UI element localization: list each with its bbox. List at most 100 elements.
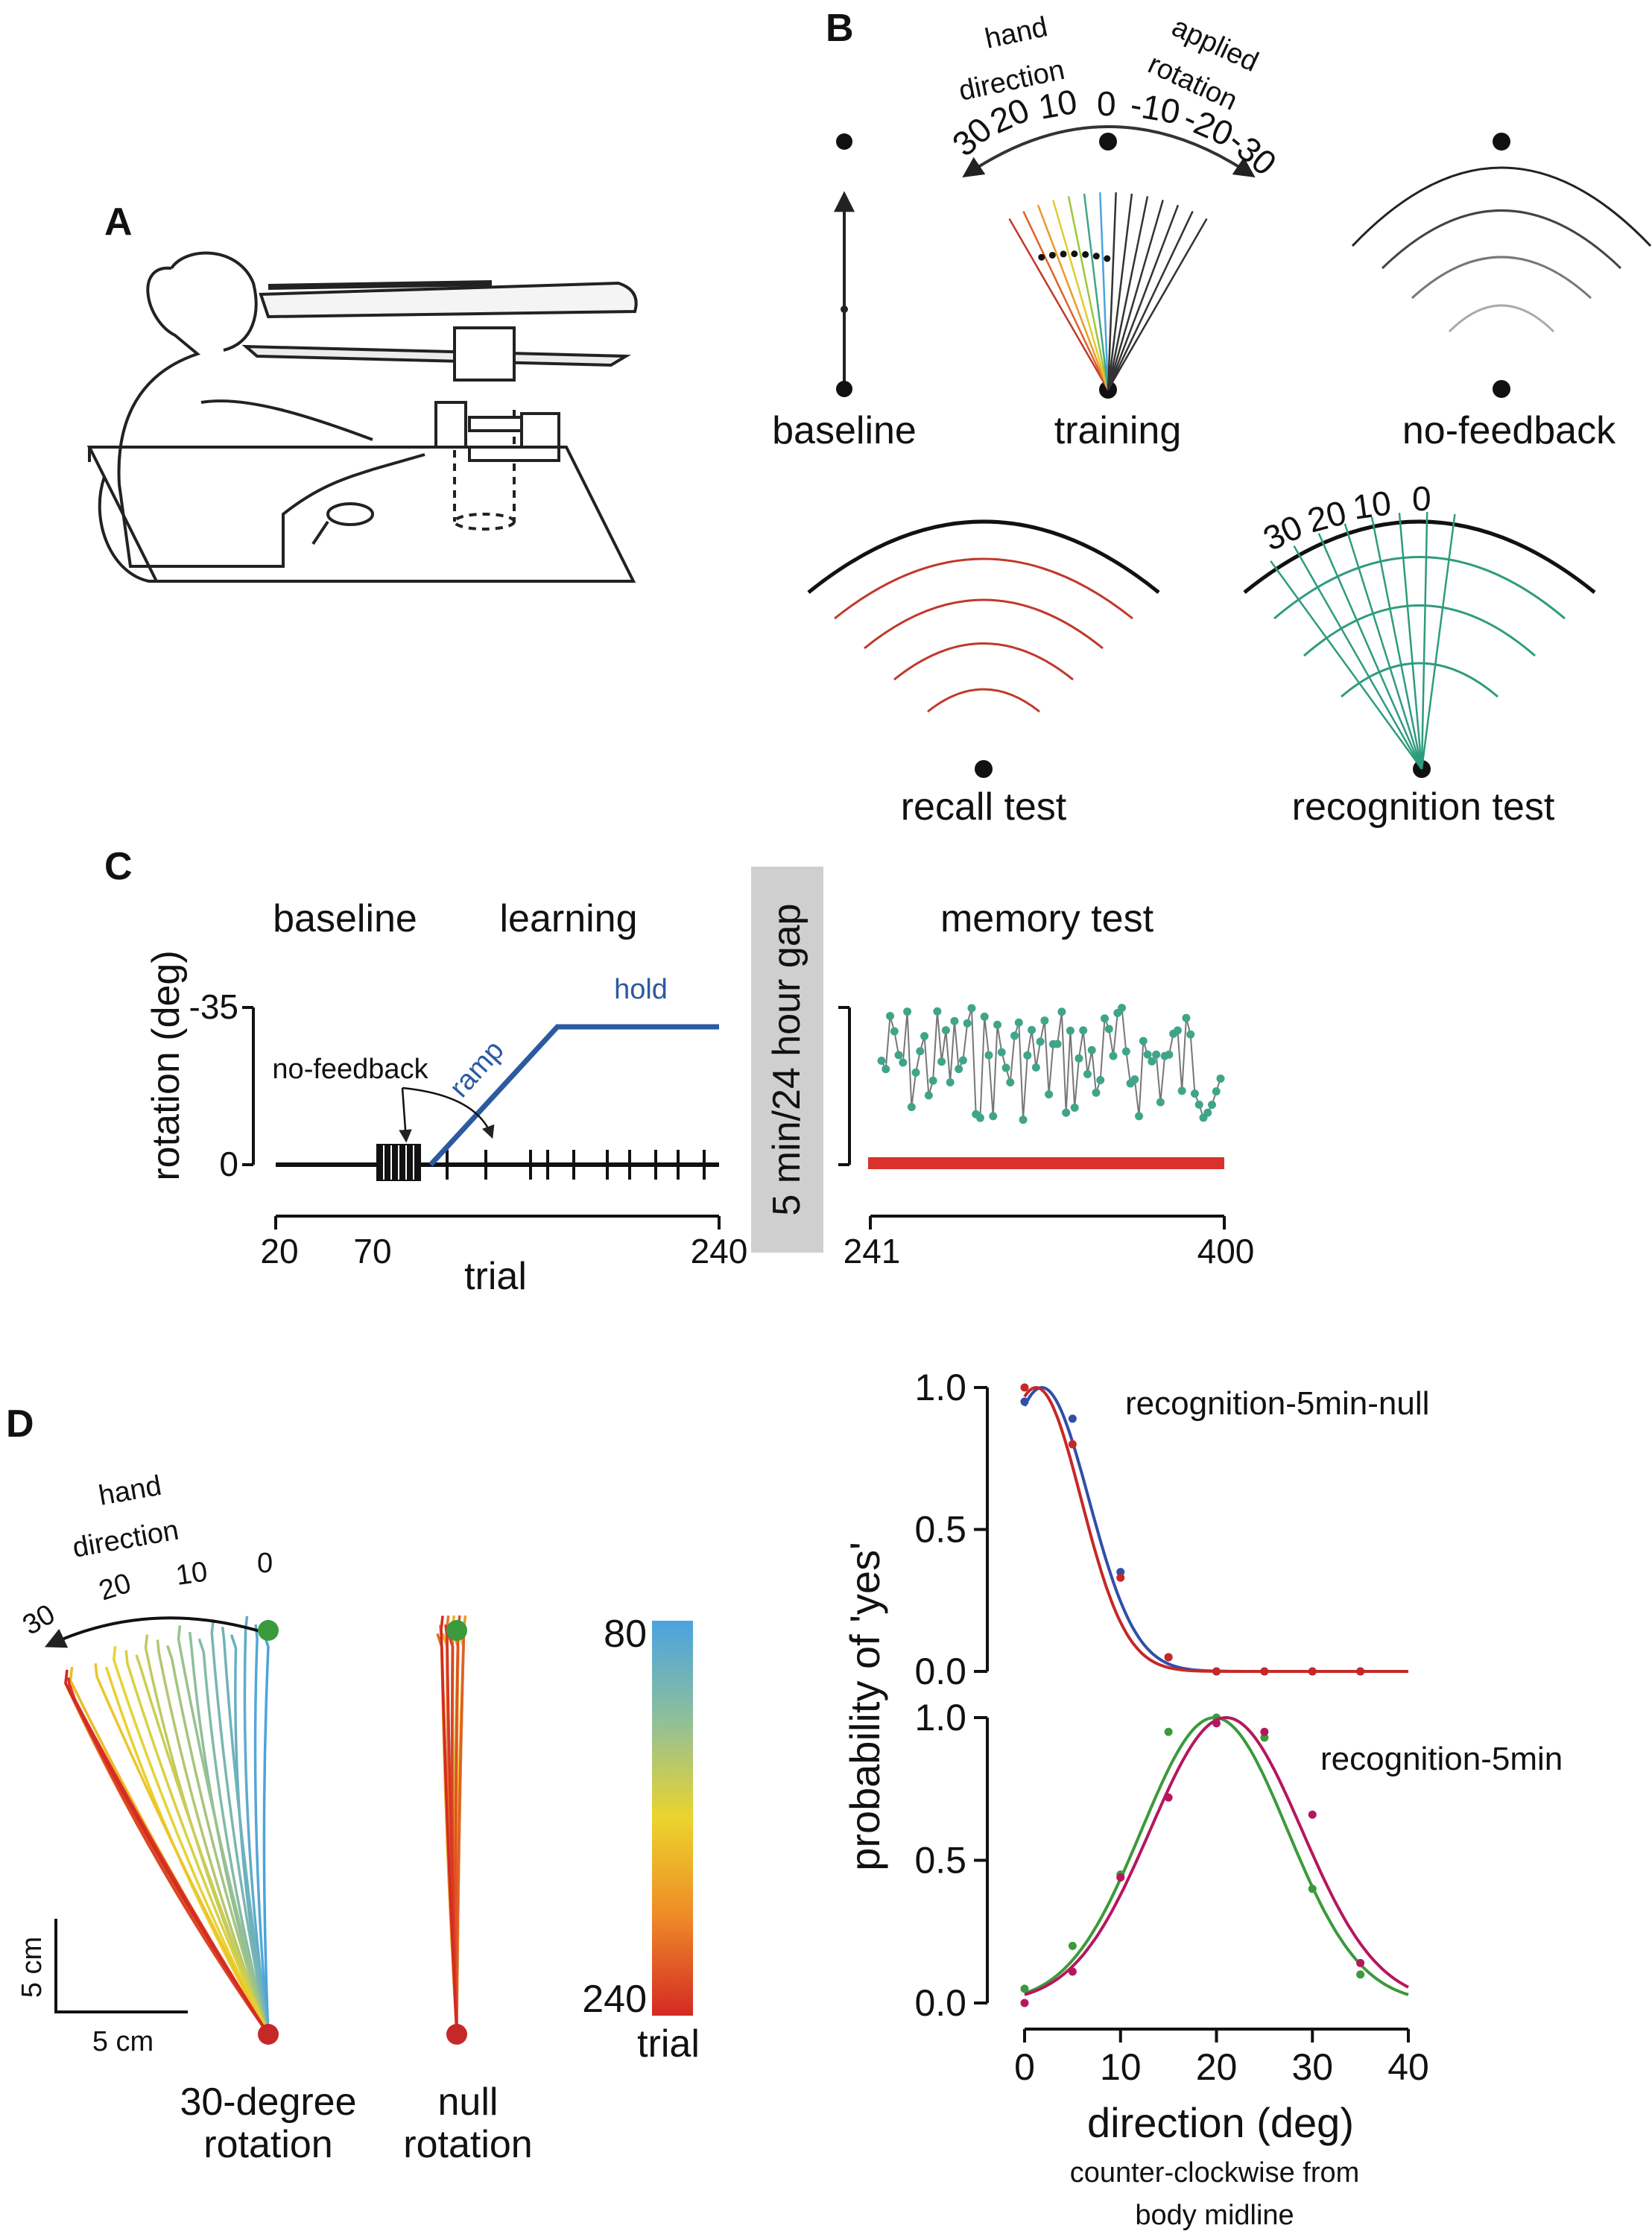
memory-probe-point [1028, 1025, 1037, 1034]
c-xtick-70: 70 [353, 1232, 391, 1271]
recognition-spoke [1420, 513, 1456, 770]
memory-probe-point [1010, 1031, 1019, 1040]
d-dir-tick-10: 10 [174, 1556, 209, 1591]
memory-probe-point [1156, 1098, 1165, 1107]
memory-probe-point [1203, 1108, 1212, 1117]
memory-probe-point [1031, 1063, 1040, 1072]
d-hand-direction-1: hand [96, 1470, 164, 1512]
memory-probe-point [1040, 1016, 1049, 1025]
training-fan-line [1083, 193, 1110, 390]
training-fan-line [1107, 218, 1208, 390]
memory-probe-point [911, 1068, 920, 1077]
memory-probe-point [955, 1065, 963, 1074]
fit-curve [1023, 1385, 1408, 1673]
x-tick-label: 40 [1387, 2046, 1429, 2088]
memory-probe-point [882, 1065, 890, 1074]
memory-probe-point [1045, 1090, 1054, 1099]
data-point [1116, 1873, 1125, 1882]
data-point [1068, 1967, 1077, 1976]
training-dot [1104, 255, 1111, 262]
memory-probe-point [1079, 1026, 1088, 1035]
recog-tick-30: 30 [1257, 507, 1308, 558]
y-tick-label: 0.0 [914, 1651, 966, 1692]
memory-probe-point [1001, 1063, 1010, 1072]
recognition-spoke [1270, 560, 1423, 770]
memory-probe-point [946, 1078, 955, 1087]
memory-probe-point [924, 1091, 933, 1100]
trajectory-path [253, 1624, 270, 2035]
recognition-spoke [1420, 512, 1428, 770]
prob-yes-ylabel: probability of 'yes' [841, 1542, 888, 1871]
data-point [1260, 1727, 1269, 1736]
trajectory-path [210, 1619, 270, 2035]
data-point [1164, 1793, 1173, 1802]
recognition-spoke [1370, 516, 1423, 770]
hand-direction-label-1: hand [982, 11, 1050, 55]
data-point [1308, 1810, 1317, 1819]
memory-probe-point [1173, 1026, 1182, 1035]
training-dot [1048, 251, 1056, 259]
trajectory-path [112, 1645, 270, 2035]
data-point [1260, 1667, 1269, 1676]
data-point [1212, 1719, 1221, 1728]
training-fan-line [1008, 218, 1110, 390]
d-hand-direction-2: direction [70, 1515, 181, 1564]
scale-v-label: 5 cm [16, 1937, 48, 1998]
data-point [1356, 1970, 1365, 1979]
x-tick-label: 10 [1100, 2046, 1142, 2088]
memory-probe-point [1100, 1014, 1109, 1023]
training-fan-line [1052, 200, 1110, 390]
c-ytick-0: 0 [219, 1145, 238, 1183]
memory-probe-point [1212, 1087, 1221, 1096]
phase-learning-label: learning [499, 897, 637, 940]
recognition-test-schematic: 30 20 10 0 recognition test [1243, 479, 1596, 829]
memory-probe-point [877, 1056, 886, 1065]
memory-probe-point [907, 1103, 916, 1112]
data-point [1308, 1667, 1317, 1676]
training-label: training [1054, 409, 1182, 452]
null-label-1: null [438, 2080, 499, 2124]
c-xtick-400: 400 [1197, 1232, 1255, 1271]
rot30-label-1: 30-degree [180, 2080, 356, 2124]
memory-probe-point [928, 1076, 937, 1085]
memory-probe-point [1152, 1050, 1161, 1059]
y-tick-label: 0.5 [914, 1509, 966, 1551]
memory-probe-point [993, 1020, 1002, 1029]
data-point [1068, 1941, 1077, 1950]
memory-probe-point [1104, 1025, 1113, 1034]
trial-colorbar [652, 1621, 693, 2016]
memory-probe-point [916, 1047, 925, 1056]
memory-probe-point [1139, 1037, 1148, 1045]
memory-probe-point [958, 1056, 967, 1065]
memory-probe-point [890, 1027, 899, 1036]
memory-probe-point [1207, 1101, 1216, 1110]
trajectory-path [64, 1669, 270, 2035]
no-feedback-label: no-feedback [1402, 409, 1616, 452]
memory-probe-point [1062, 1108, 1071, 1117]
memory-probe-point [1182, 1013, 1191, 1022]
colorbar-bottom-label: 240 [582, 1978, 647, 2021]
data-point [1356, 1667, 1365, 1676]
c-xlabel-trial: trial [464, 1255, 527, 1298]
baseline-label: baseline [772, 409, 917, 452]
baseline-schematic: baseline [772, 133, 917, 452]
x-tick-label: 0 [1014, 2046, 1035, 2088]
phase-memory-label: memory test [940, 897, 1154, 940]
y-tick-label: 0.0 [914, 1982, 966, 2024]
trajectory-path [262, 1633, 270, 2035]
fit-curve [1023, 1385, 1408, 1673]
memory-probe-point [1014, 1018, 1023, 1027]
memory-probe-point [941, 1026, 950, 1035]
memory-probe-point [950, 1016, 959, 1025]
memory-probe-point [1186, 1030, 1195, 1039]
data-point [1164, 1727, 1173, 1736]
memory-probe-point [1006, 1078, 1015, 1086]
training-tick-10: 10 [1036, 82, 1080, 127]
trajectory-path [124, 1650, 270, 2035]
data-point [1068, 1440, 1077, 1449]
memory-probe-point [1083, 1069, 1092, 1078]
training-fan-line [1037, 204, 1110, 390]
memory-probe-point [1216, 1074, 1225, 1083]
rotation-schedule-plot: -35 0 no-feedback ramp hold 20 70 240 tr… [189, 974, 748, 1298]
panel-a-label: A [104, 200, 133, 244]
